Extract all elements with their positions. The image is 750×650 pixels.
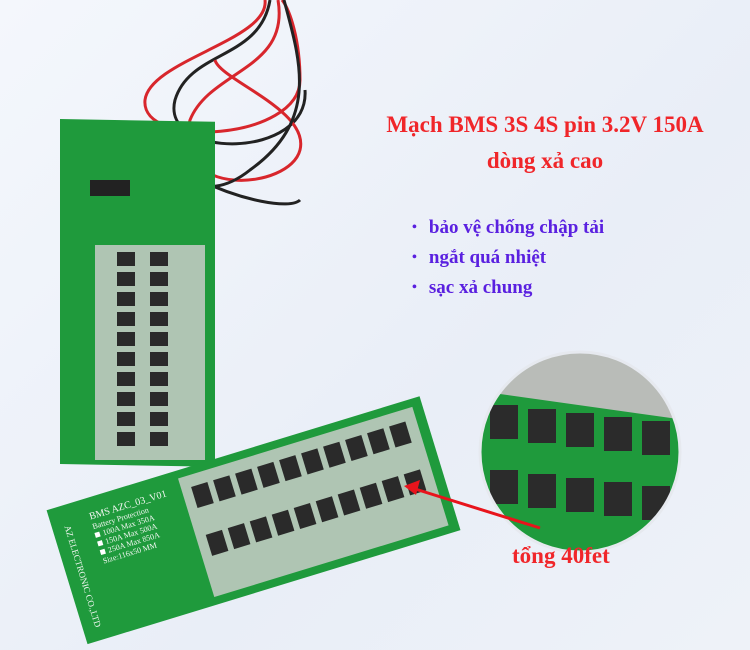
- mosfet: [150, 272, 168, 286]
- mosfet: [227, 523, 251, 550]
- mosfet: [117, 352, 135, 366]
- mosfet: [337, 489, 361, 516]
- mosfet: [271, 509, 295, 536]
- mosfet: [566, 478, 594, 512]
- mosfet: [117, 432, 135, 446]
- mosfet: [213, 475, 236, 502]
- mosfet: [323, 441, 346, 468]
- mosfet: [150, 312, 168, 326]
- feature-item: ngắt quá nhiệt: [412, 243, 604, 273]
- feature-item: sạc xả chung: [412, 273, 604, 303]
- mosfet: [359, 482, 383, 509]
- mosfet: [257, 461, 280, 488]
- mosfet: [150, 372, 168, 386]
- feature-item: bảo vệ chống chập tải: [412, 213, 604, 243]
- mosfet: [150, 332, 168, 346]
- mosfet: [604, 417, 632, 451]
- pcb-vertical: [60, 119, 215, 467]
- mosfet: [205, 529, 229, 556]
- mosfet: [117, 392, 135, 406]
- mosfet: [150, 292, 168, 306]
- mosfet: [150, 432, 168, 446]
- mosfet: [490, 470, 518, 504]
- mosfet: [191, 482, 214, 509]
- mosfet: [249, 516, 273, 543]
- mosfet: [235, 468, 258, 495]
- mosfet: [150, 252, 168, 266]
- headline-line-2: dòng xả cao: [486, 148, 604, 173]
- feature-list: bảo vệ chống chập tải ngắt quá nhiệt sạc…: [412, 213, 604, 303]
- mosfet: [117, 372, 135, 386]
- mosfet: [367, 428, 390, 455]
- mosfet: [490, 405, 518, 439]
- mosfet: [150, 392, 168, 406]
- mosfet: [150, 352, 168, 366]
- mosfet: [528, 409, 556, 443]
- zoom-inset: [478, 350, 682, 554]
- mosfet: [389, 421, 412, 448]
- mosfet: [566, 413, 594, 447]
- callout-arrow: [404, 480, 541, 530]
- mosfet: [293, 502, 317, 529]
- mosfet: [117, 332, 135, 346]
- mosfet: [117, 292, 135, 306]
- mosfet: [604, 482, 632, 516]
- mosfet: [117, 412, 135, 426]
- mosfet: [315, 496, 339, 523]
- mosfet: [117, 312, 135, 326]
- mosfet: [150, 412, 168, 426]
- mosfet: [642, 421, 670, 455]
- mosfet: [381, 476, 405, 503]
- fet-count-label: tổng 40fet: [512, 543, 610, 568]
- mosfet: [279, 455, 302, 482]
- mosfet: [301, 448, 324, 475]
- mosfet: [528, 474, 556, 508]
- mosfet: [117, 252, 135, 266]
- mosfet: [117, 272, 135, 286]
- pcb-horizontal: [46, 396, 461, 645]
- headline-line-1: Mạch BMS 3S 4S pin 3.2V 150A: [386, 112, 704, 137]
- mosfet: [345, 434, 368, 461]
